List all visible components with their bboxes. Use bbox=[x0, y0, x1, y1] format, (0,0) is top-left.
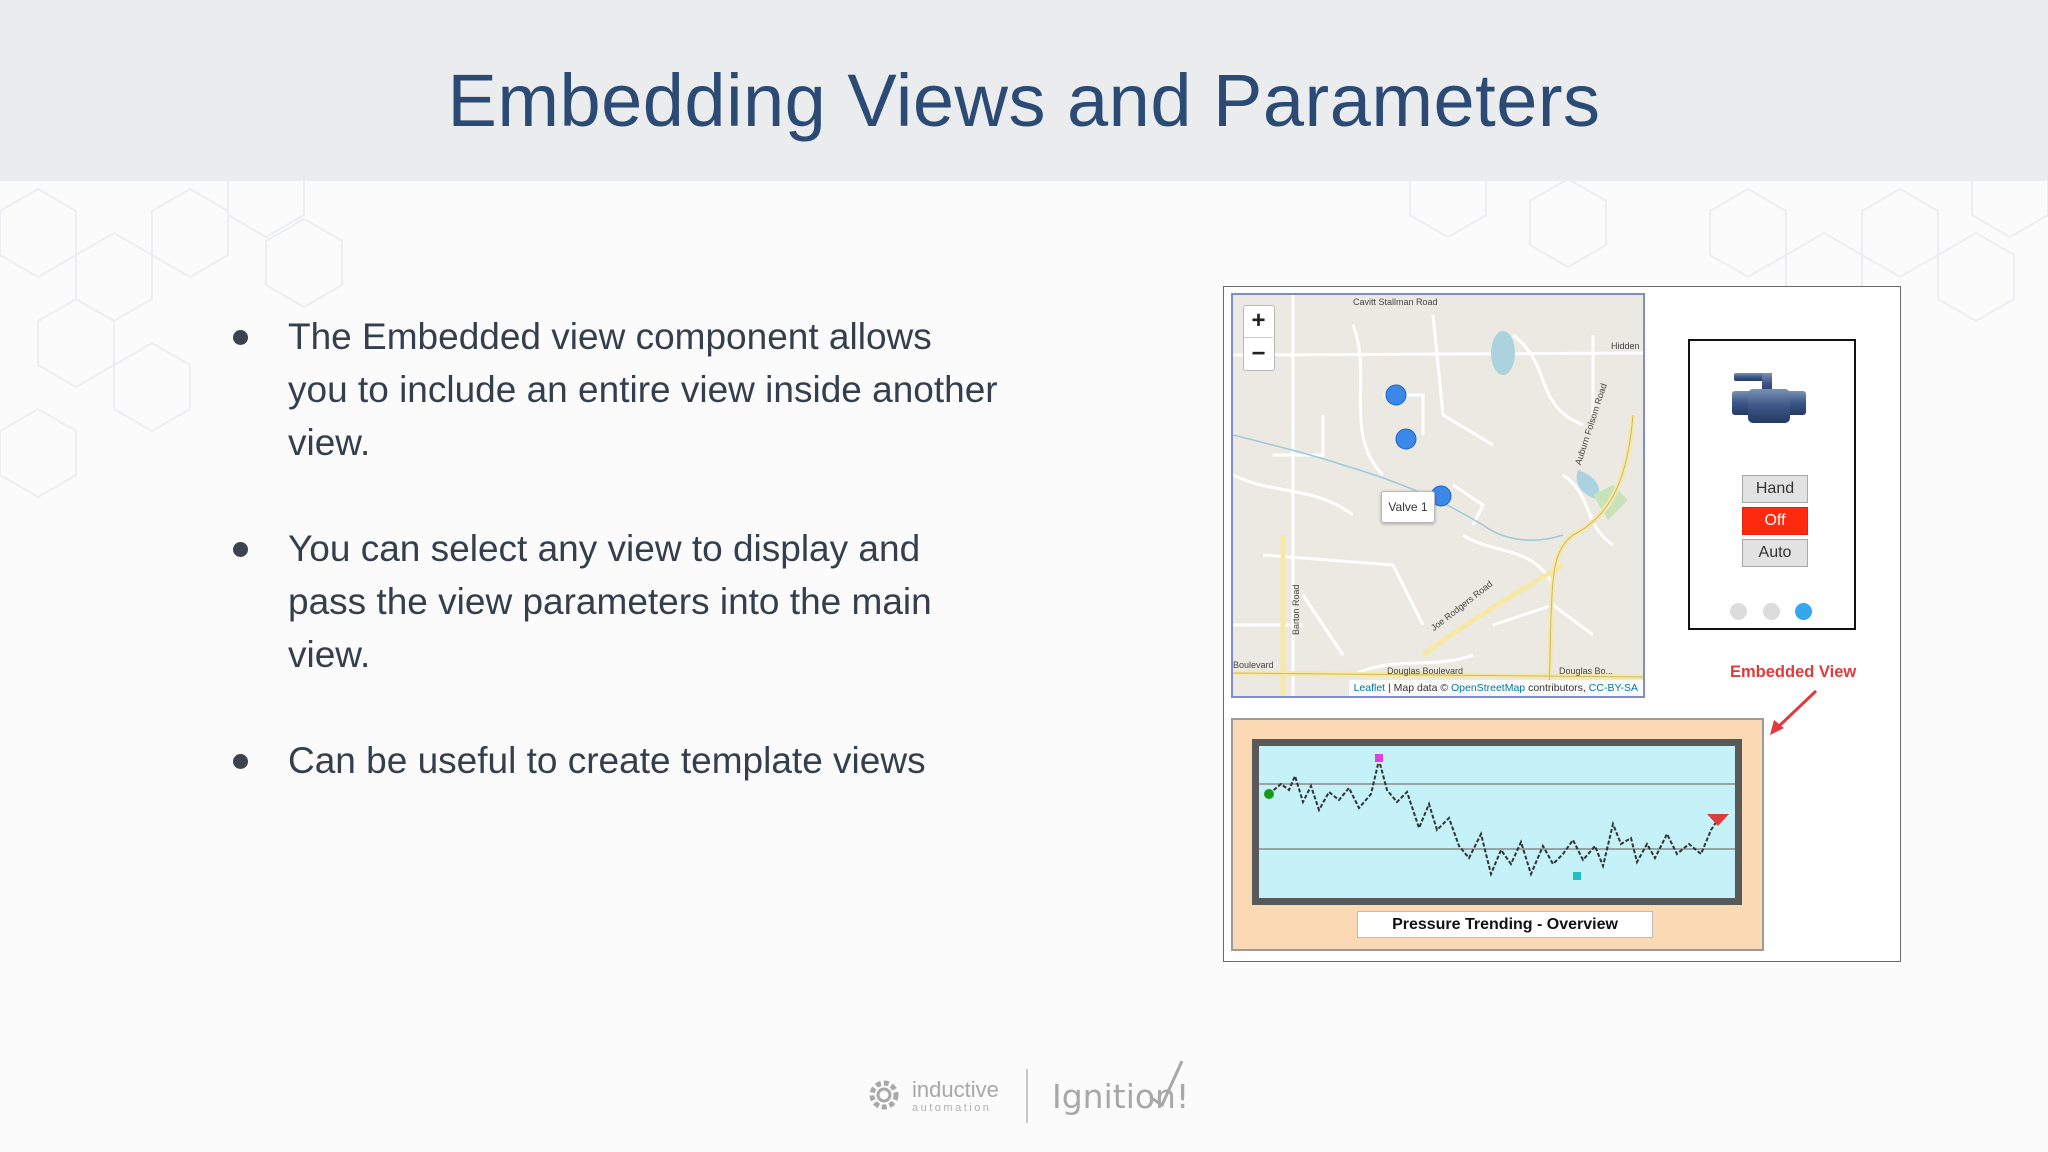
product-name: Ignition! bbox=[1052, 1077, 1189, 1116]
bullet-text: You can select any view to display and p… bbox=[288, 522, 1078, 681]
zoom-in-button[interactable]: + bbox=[1244, 306, 1273, 338]
company-name: inductive bbox=[912, 1077, 999, 1102]
bullet-line: you to include an entire view inside ano… bbox=[288, 369, 998, 410]
bullet-line: The Embedded view component allows bbox=[288, 316, 932, 357]
bullet-dot bbox=[233, 754, 248, 769]
valve-control-panel: Hand Off Auto bbox=[1688, 339, 1856, 630]
leaflet-link[interactable]: Leaflet bbox=[1353, 682, 1386, 694]
footer-logos: inductive automation Ignition! bbox=[860, 1055, 1190, 1125]
trend-sparkline bbox=[1259, 754, 1735, 880]
off-mode-button[interactable]: Off bbox=[1742, 507, 1808, 535]
road-label: Boulevard bbox=[1233, 660, 1274, 670]
product-name-text: Ignition bbox=[1052, 1077, 1176, 1116]
ignition-check-icon bbox=[1149, 1060, 1184, 1107]
bullet-line: view. bbox=[288, 634, 371, 675]
gear-logo-icon bbox=[869, 1080, 899, 1110]
map-markers bbox=[1385, 384, 1452, 507]
bullet-line: Can be useful to create template views bbox=[288, 740, 926, 781]
map-view[interactable]: Cavitt Stallman Road Hidden Auburn Folso… bbox=[1231, 293, 1645, 698]
carousel-page-dot[interactable] bbox=[1763, 603, 1780, 620]
carousel-page-dot[interactable] bbox=[1730, 603, 1747, 620]
bullet-dot bbox=[233, 542, 248, 557]
slide-title: Embedding Views and Parameters bbox=[447, 59, 1601, 142]
road-label: Cavitt Stallman Road bbox=[1353, 297, 1438, 307]
trend-plot-area bbox=[1252, 739, 1742, 905]
attribution-text: | Map data © bbox=[1385, 682, 1452, 694]
valve-icon bbox=[1732, 373, 1806, 423]
logo-divider bbox=[1026, 1069, 1028, 1123]
map-attribution: Leaflet | Map data © OpenStreetMap contr… bbox=[1348, 680, 1643, 696]
hand-mode-button[interactable]: Hand bbox=[1742, 475, 1808, 503]
bullet-line: You can select any view to display and bbox=[288, 528, 921, 569]
callout-arrow-icon bbox=[1770, 689, 1818, 735]
map-marker-popup[interactable]: Valve 1 bbox=[1381, 491, 1435, 523]
embedded-view-screenshot: Cavitt Stallman Road Hidden Auburn Folso… bbox=[1223, 286, 1901, 962]
bullet-line: view. bbox=[288, 422, 371, 463]
osm-link[interactable]: OpenStreetMap bbox=[1451, 682, 1526, 694]
attribution-text: contributors, bbox=[1525, 682, 1589, 694]
road-label: Douglas Bo... bbox=[1559, 666, 1614, 676]
map-zoom-control: + − bbox=[1243, 305, 1275, 371]
pressure-trend-panel: Pressure Trending - Overview bbox=[1231, 718, 1764, 951]
carousel-page-dot-active[interactable] bbox=[1795, 603, 1812, 620]
zoom-out-button[interactable]: − bbox=[1251, 340, 1266, 367]
auto-mode-button[interactable]: Auto bbox=[1742, 539, 1808, 567]
bullet-text: Can be useful to create template views bbox=[288, 734, 1078, 787]
bullet-text: The Embedded view component allows you t… bbox=[288, 310, 1078, 469]
bullet-line: pass the view parameters into the main bbox=[288, 581, 932, 622]
title-band: Embedding Views and Parameters bbox=[0, 0, 2048, 181]
map-tiles bbox=[1233, 295, 1643, 696]
trend-caption: Pressure Trending - Overview bbox=[1357, 911, 1653, 938]
bullet-dot bbox=[233, 330, 248, 345]
road-label: Barton Road bbox=[1291, 584, 1301, 635]
product-mark: ! bbox=[1175, 1077, 1190, 1116]
company-subtitle: automation bbox=[912, 1102, 992, 1114]
license-link[interactable]: CC-BY-SA bbox=[1588, 682, 1638, 694]
road-label: Douglas Boulevard bbox=[1387, 666, 1464, 676]
embedded-view-callout: Embedded View bbox=[1730, 663, 1857, 681]
road-label: Hidden bbox=[1611, 341, 1640, 351]
